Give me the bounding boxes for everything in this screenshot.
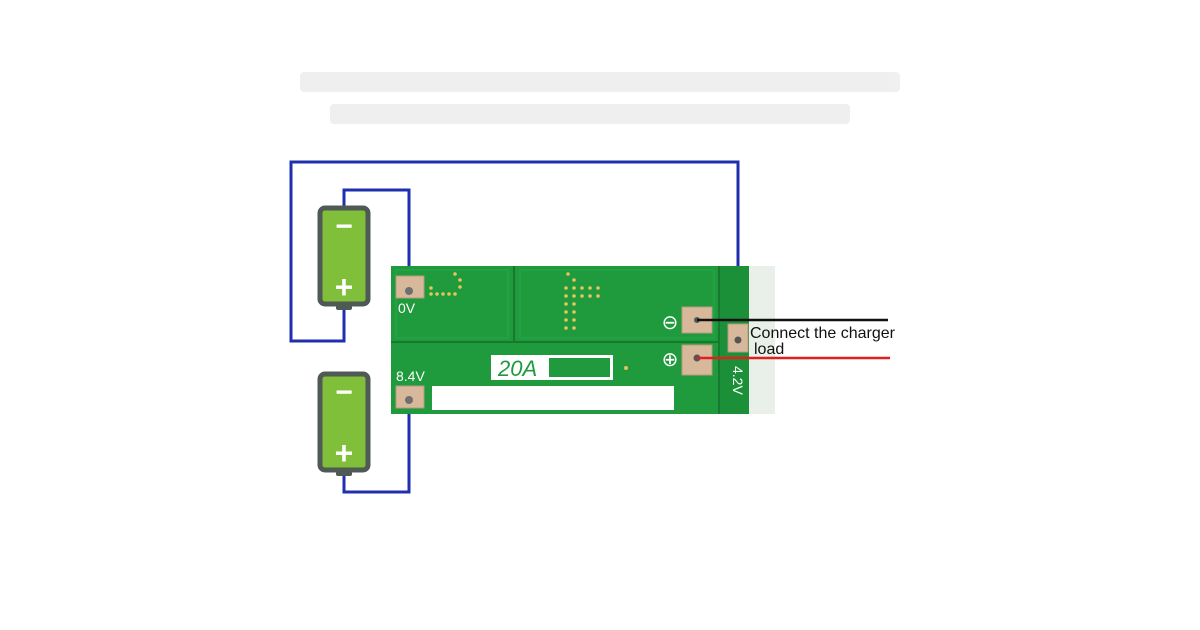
label-strip [432, 386, 674, 410]
battery-bottom-minus: − [335, 376, 353, 409]
wire-outer-loop [289, 160, 740, 343]
battery-top-plus: + [335, 269, 354, 305]
battery-bottom: − + [317, 371, 371, 476]
minus-symbol: ⊖ [662, 312, 679, 334]
battery-top: − + [317, 205, 371, 310]
pad-4v2-label: 4.2V [730, 366, 746, 395]
battery-bottom-plus: + [335, 435, 354, 471]
plus-symbol: ⊕ [662, 349, 679, 371]
via-dots [429, 272, 628, 370]
bms-board: 0V 8.4V 20A ⊖ ⊕ 4.2V [391, 266, 775, 414]
pad-8v4-label: 8.4V [396, 368, 425, 384]
blue-wires [289, 160, 740, 494]
annotation-charger: Connect the charger [750, 325, 896, 342]
wire-top-battery-to-0v [342, 188, 411, 292]
faded-header [300, 72, 900, 124]
pad-0v-label: 0V [398, 300, 416, 316]
pad-0v [395, 275, 425, 299]
rating-label: 20A [497, 356, 537, 381]
battery-top-minus: − [335, 210, 353, 243]
wire-bottom-battery-to-8v4 [342, 400, 411, 494]
annotation-load: load [754, 341, 784, 358]
